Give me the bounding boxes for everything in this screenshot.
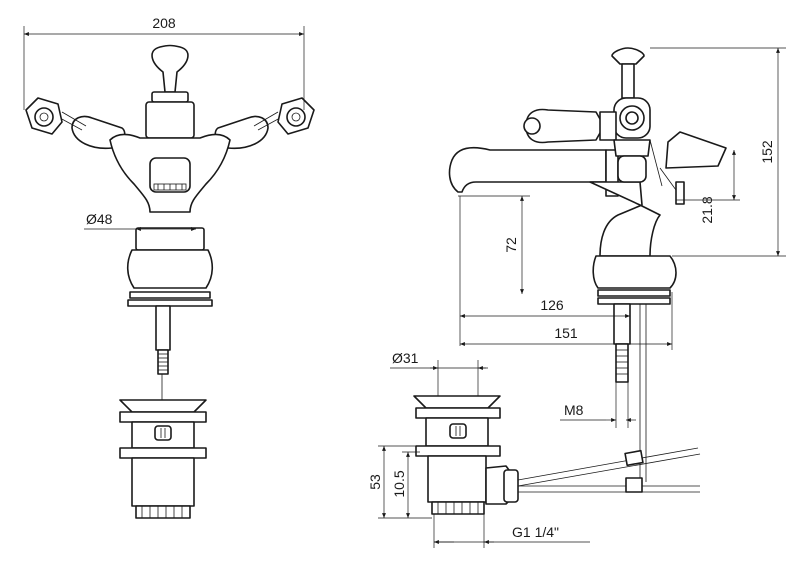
front-view: 208 Ø48 [23,15,315,519]
side-view: 152 21.8 72 126 151 M8 Ø31 [367,47,786,548]
dim-total-depth: 151 [554,325,578,341]
dim-waste-offset: 10.5 [391,470,407,497]
dim-handle-angle: 21.8 [699,196,715,223]
dim-waste-thread: G1 1/4" [512,524,559,540]
dim-thread-size: M8 [564,402,584,418]
dim-waste-diameter: Ø31 [392,350,419,366]
dim-overall-height: 152 [759,140,775,164]
dim-body-diameter: Ø48 [86,211,113,227]
dim-spout-reach: 126 [540,297,564,313]
dim-overall-width: 208 [152,15,176,31]
dim-spout-height: 72 [503,237,519,253]
dim-waste-height: 53 [367,474,383,490]
